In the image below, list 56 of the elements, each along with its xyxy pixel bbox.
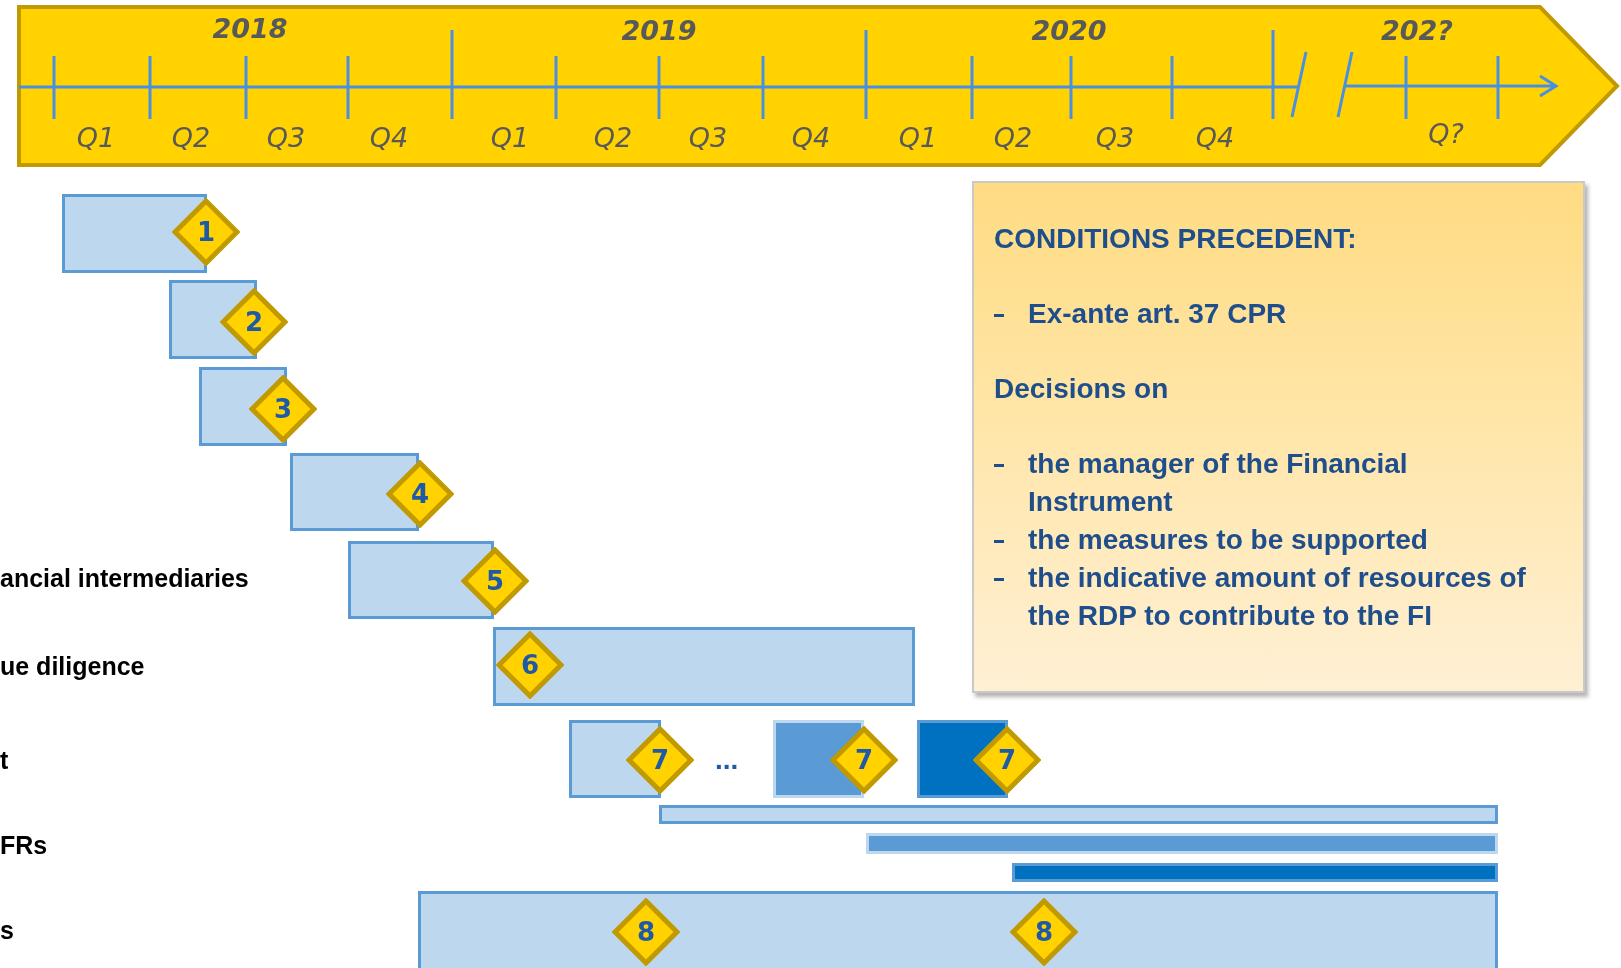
bullet-text: Ex-ante art. 37 CPR: [1028, 297, 1288, 331]
quarter-label: Q?: [1428, 118, 1464, 149]
quarter-label: Q1: [490, 122, 530, 153]
timeline-bar: [418, 891, 1498, 968]
quarter-label: Q2: [593, 122, 633, 153]
milestone-number: 5: [484, 565, 506, 598]
ellipsis-text: ...: [715, 744, 739, 776]
row-label: ancial intermediaries: [0, 563, 249, 593]
conditions-box: [972, 181, 1585, 693]
milestone-number: 8: [1033, 916, 1055, 949]
timeline-bar: [866, 833, 1498, 854]
milestone-diamond: [973, 726, 1041, 794]
timeline-bar: [493, 627, 915, 706]
milestone-number: 4: [409, 478, 431, 511]
bullet-text: the indicative amount of resources of the RDP to contribute to the FI: [1028, 561, 1527, 633]
quarter-label: Q1: [76, 122, 116, 153]
quarter-label: Q4: [1195, 122, 1235, 153]
milestone-diamond: [249, 375, 317, 443]
quarter-label: Q3: [266, 122, 306, 153]
timeline-bar: [659, 805, 1498, 824]
row-label: ue diligence: [0, 651, 145, 681]
milestone-number: 1: [195, 216, 217, 249]
milestone-number: 7: [996, 744, 1018, 777]
milestone-diamond: [386, 460, 454, 528]
quarter-label: Q4: [369, 122, 409, 153]
milestone-diamond: [220, 288, 288, 356]
year-label: 2019: [621, 15, 697, 46]
year-label: 2020: [1031, 15, 1107, 46]
box-heading: CONDITIONS PRECEDENT:: [994, 222, 1358, 256]
box-subheading: Decisions on: [994, 372, 1170, 406]
bullet-text: the measures to be supported: [1028, 523, 1429, 557]
quarter-label: Q3: [1095, 122, 1135, 153]
quarter-label: Q2: [171, 122, 211, 153]
milestone-diamond: [461, 547, 529, 615]
milestone-diamond: [1010, 898, 1078, 966]
milestone-number: 7: [649, 744, 671, 777]
quarter-label: Q4: [791, 122, 831, 153]
milestone-diamond: [612, 898, 680, 966]
year-label: 2018: [212, 13, 288, 44]
quarter-label: Q1: [898, 122, 938, 153]
year-label: 202?: [1381, 15, 1453, 46]
milestone-diamond: [172, 198, 240, 266]
row-label: FRs: [0, 830, 48, 860]
quarter-label: Q2: [993, 122, 1033, 153]
milestone-number: 3: [272, 393, 294, 426]
milestone-diamond: [830, 726, 898, 794]
timeline-bar: [1012, 863, 1498, 882]
milestone-number: 2: [243, 306, 265, 339]
row-label: t: [0, 745, 9, 775]
milestone-diamond: [496, 631, 564, 699]
milestone-number: 8: [635, 916, 657, 949]
milestone-diamond: [626, 726, 694, 794]
quarter-label: Q3: [688, 122, 728, 153]
row-label: s: [0, 915, 14, 945]
milestone-number: 7: [853, 744, 875, 777]
milestone-number: 6: [519, 649, 541, 682]
